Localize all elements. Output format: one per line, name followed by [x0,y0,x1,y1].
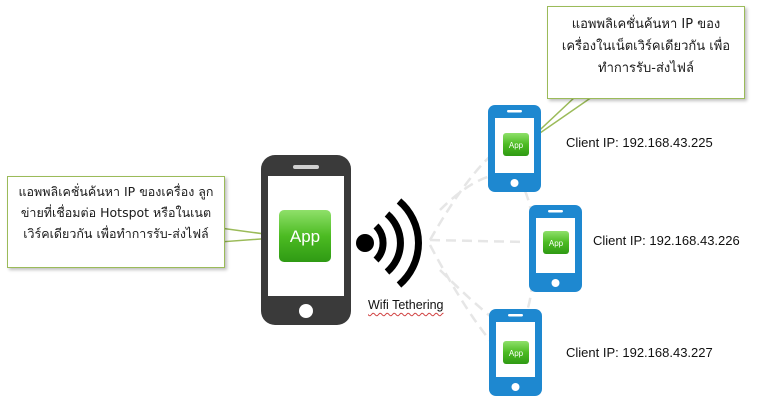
client-phone-3: App [489,309,542,396]
client-ip-label-1: Client IP: 192.168.43.225 [566,135,713,150]
callout-left-line1: แอพพลิเคชั่นค้นหา IP ของเครื่อง ลูก [18,184,214,199]
home-button [299,304,313,318]
callout-top: แอพพลิเคชั่นค้นหา IP ของ เครื่องในเน็ตเว… [547,6,745,99]
callout-left-line2: ข่ายที่เชื่อมต่อ Hotspot หรือในเนต [20,205,212,220]
host-app-label: App [290,227,320,246]
client-app-label: App [549,239,564,248]
client-phone-1: App [488,105,541,192]
client-ip-label-3: Client IP: 192.168.43.227 [566,345,713,360]
client-ip-label-2: Client IP: 192.168.43.226 [593,233,740,248]
callout-left: แอพพลิเคชั่นค้นหา IP ของเครื่อง ลูก ข่าย… [7,176,225,268]
callout-top-line3: ทำการรับ-ส่งไฟล์ [598,61,694,76]
speaker-grille [293,165,319,169]
host-app-icon: App [279,210,331,262]
host-phone: App [261,155,351,325]
client-phone-2: App [529,205,582,292]
wifi-tethering-label: Wifi Tethering [368,298,444,312]
callout-left-line3: เวิร์คเดียวกัน เพื่อทำการรับ-ส่งไฟล์ [23,226,209,241]
client-app-label: App [509,141,524,150]
callout-top-line1: แอพพลิเคชั่นค้นหา IP ของ [571,17,721,32]
wifi-icon [356,198,422,288]
client-app-label: App [509,349,524,358]
callout-top-line2: เครื่องในเน็ตเวิร์คเดียวกัน เพื่อ [561,39,731,54]
